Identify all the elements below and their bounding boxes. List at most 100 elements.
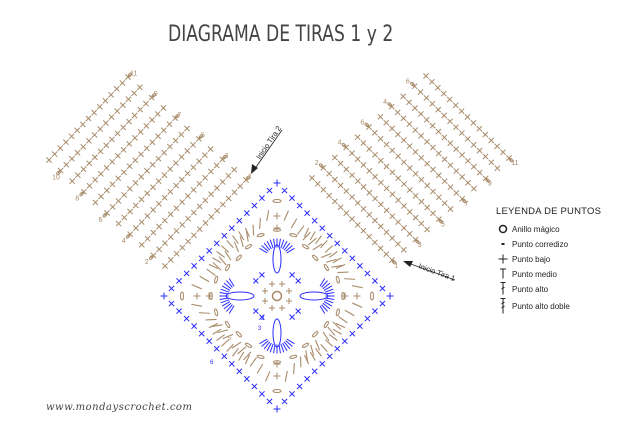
single-crochet-mark bbox=[273, 405, 281, 413]
single-crochet-mark bbox=[198, 255, 205, 262]
single-crochet-mark bbox=[447, 140, 454, 147]
single-crochet-mark bbox=[476, 147, 483, 154]
double-crochet-mark bbox=[324, 339, 333, 347]
double-crochet-mark bbox=[285, 245, 293, 252]
single-crochet-mark bbox=[190, 209, 197, 216]
single-crochet-mark bbox=[400, 137, 407, 144]
single-crochet-mark bbox=[57, 145, 64, 152]
single-crochet-mark bbox=[435, 216, 442, 223]
single-crochet-mark bbox=[354, 156, 361, 163]
single-crochet-mark bbox=[476, 169, 483, 176]
double-crochet-mark bbox=[238, 231, 245, 241]
single-crochet-mark bbox=[395, 175, 402, 182]
row-number-label: 6 bbox=[360, 119, 364, 126]
chain-stitch-mark bbox=[312, 331, 319, 338]
legend-item: Punto medio bbox=[496, 267, 601, 282]
single-crochet-mark bbox=[185, 215, 191, 222]
stitch-legend: LEYENDA DE PUNTOS Anillo mágico Punto co… bbox=[496, 206, 601, 316]
single-crochet-mark bbox=[208, 191, 215, 198]
single-crochet-mark bbox=[236, 217, 243, 224]
start-strip-2-annotation: Inicio Tira 2 bbox=[251, 124, 283, 174]
single-crochet-mark bbox=[167, 256, 174, 263]
double-crochet-mark bbox=[226, 240, 234, 249]
single-crochet-mark bbox=[132, 202, 139, 209]
single-crochet-mark bbox=[251, 202, 258, 209]
single-crochet-mark bbox=[401, 203, 407, 209]
chain-stitch-mark bbox=[225, 291, 255, 301]
magic-ring-icon bbox=[496, 224, 510, 236]
row-number-label: 5 bbox=[228, 336, 232, 342]
single-crochet-mark bbox=[406, 99, 413, 106]
single-crochet-mark bbox=[377, 135, 384, 142]
double-crochet-mark bbox=[332, 257, 342, 264]
single-crochet-mark bbox=[131, 112, 138, 119]
double-crochet-mark bbox=[261, 340, 269, 347]
double-crochet-mark bbox=[283, 210, 289, 221]
double-crochet-mark bbox=[319, 305, 326, 314]
double-crochet-mark bbox=[232, 347, 239, 357]
single-crochet-mark bbox=[429, 144, 436, 151]
double-crochet-mark bbox=[286, 338, 295, 345]
row-number-label: 2 bbox=[315, 160, 319, 167]
double-crochet-mark bbox=[282, 240, 288, 250]
double-crochet-mark bbox=[263, 242, 271, 251]
single-crochet-mark bbox=[286, 288, 293, 295]
chain-stitch-mark bbox=[301, 342, 310, 348]
website-url: www.mondayscrochet.com bbox=[46, 402, 193, 413]
double-crochet-mark bbox=[198, 312, 210, 314]
double-crochet-mark bbox=[244, 354, 251, 365]
single-crochet-mark bbox=[108, 136, 115, 143]
double-crochet-mark bbox=[266, 210, 270, 222]
single-crochet-mark bbox=[213, 185, 220, 192]
single-crochet-mark bbox=[435, 106, 442, 113]
single-crochet-mark bbox=[167, 166, 174, 173]
single-crochet-mark bbox=[108, 91, 115, 98]
double-crochet-mark bbox=[335, 322, 346, 329]
single-crochet-mark bbox=[429, 100, 436, 107]
single-crochet-mark bbox=[167, 234, 174, 240]
double-crochet-mark bbox=[218, 256, 227, 266]
single-crochet-mark bbox=[349, 255, 356, 262]
single-crochet-mark bbox=[383, 251, 390, 258]
double-crochet-mark bbox=[320, 240, 328, 249]
single-crochet-mark bbox=[126, 140, 133, 147]
single-crochet-mark bbox=[74, 149, 81, 156]
single-crochet-mark bbox=[412, 214, 419, 221]
single-crochet-mark bbox=[179, 199, 186, 206]
single-crochet-mark bbox=[423, 73, 429, 79]
single-crochet-mark bbox=[360, 140, 367, 147]
single-crochet-mark bbox=[430, 210, 436, 217]
single-crochet-mark bbox=[149, 116, 155, 123]
double-crochet-mark bbox=[323, 301, 333, 307]
double-crochet-mark bbox=[216, 251, 226, 258]
single-crochet-mark bbox=[326, 170, 333, 177]
single-crochet-mark bbox=[190, 186, 197, 193]
legend-item: Punto alto doble bbox=[496, 297, 601, 316]
single-crochet-mark bbox=[343, 210, 350, 217]
chain-stitch-mark bbox=[415, 239, 420, 245]
chain-stitch-mark bbox=[175, 113, 180, 119]
single-crochet-mark bbox=[424, 160, 431, 167]
single-crochet-mark bbox=[360, 227, 367, 234]
double-crochet-mark bbox=[322, 331, 330, 342]
single-crochet-mark bbox=[488, 159, 495, 166]
single-crochet-mark bbox=[183, 270, 190, 277]
chain-stitch-mark bbox=[151, 93, 156, 98]
single-crochet-mark bbox=[412, 148, 419, 155]
double-crochet-mark bbox=[208, 322, 219, 329]
double-crochet-mark bbox=[226, 304, 233, 312]
single-crochet-mark bbox=[160, 104, 167, 111]
double-crochet-mark bbox=[244, 227, 251, 238]
double-crochet-mark bbox=[238, 351, 245, 361]
single-crochet-mark bbox=[349, 194, 356, 201]
single-crochet-mark bbox=[202, 197, 209, 204]
single-crochet-mark bbox=[92, 199, 99, 206]
single-crochet-mark bbox=[334, 240, 341, 247]
chain-stitch-mark bbox=[312, 254, 319, 261]
double-crochet-mark bbox=[219, 297, 229, 300]
single-crochet-mark bbox=[458, 130, 465, 137]
arrow-head-icon bbox=[403, 261, 413, 267]
single-crochet-mark bbox=[243, 375, 250, 382]
single-crochet-mark bbox=[228, 225, 235, 232]
single-crochet-mark bbox=[178, 154, 185, 160]
